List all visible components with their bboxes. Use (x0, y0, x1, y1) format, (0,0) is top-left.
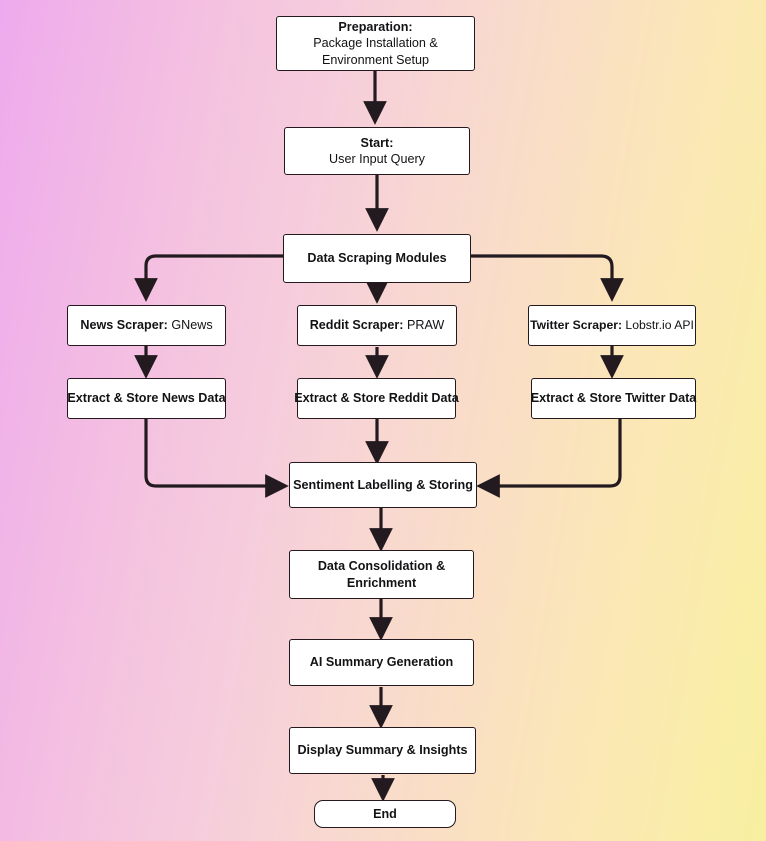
node-start[interactable]: Start: User Input Query (284, 127, 470, 175)
node-news-scraper[interactable]: News Scraper: GNews (67, 305, 226, 346)
node-preparation[interactable]: Preparation: Package Installation & Envi… (276, 16, 475, 71)
node-end[interactable]: End (314, 800, 456, 828)
node-data-consolidation[interactable]: Data Consolidation & Enrichment (289, 550, 474, 599)
node-preparation-label: Preparation: Package Installation & Envi… (313, 19, 438, 68)
node-ai-summary-generation[interactable]: AI Summary Generation (289, 639, 474, 686)
node-start-label: Start: User Input Query (329, 135, 425, 168)
node-news-scraper-label: News Scraper: GNews (80, 318, 213, 333)
node-scraping-label: Data Scraping Modules (307, 251, 447, 266)
node-start-line2: User Input Query (329, 152, 425, 166)
node-twitter-scraper-label: Twitter Scraper: Lobstr.io API (530, 317, 694, 332)
node-consolidation-line1: Data Consolidation & (317, 559, 446, 574)
node-end-label: End (373, 806, 397, 821)
node-display-summary[interactable]: Display Summary & Insights (289, 727, 476, 774)
node-start-title: Start: (360, 135, 394, 150)
node-display-label: Display Summary & Insights (297, 743, 468, 758)
node-ai-summary-label: AI Summary Generation (309, 655, 454, 670)
node-reddit-scraper[interactable]: Reddit Scraper: PRAW (297, 305, 457, 346)
edge-scraping-news (134, 254, 283, 302)
edge-scraping-twitter (471, 254, 624, 302)
node-preparation-line3: Environment Setup (321, 52, 430, 67)
node-preparation-line2: Package Installation & (313, 36, 438, 51)
node-store-twitter-data[interactable]: Extract & Store Twitter Data (531, 378, 696, 419)
node-reddit-scraper-label: Reddit Scraper: PRAW (309, 318, 445, 333)
node-sentiment-labelling[interactable]: Sentiment Labelling & Storing (289, 462, 477, 508)
node-store-reddit-label: Extract & Store Reddit Data (294, 391, 459, 406)
node-store-reddit-data[interactable]: Extract & Store Reddit Data (294, 378, 459, 419)
node-consolidation-label: Data Consolidation & Enrichment (318, 558, 445, 591)
node-preparation-title: Preparation: (338, 19, 413, 34)
edge-storenews-sentiment (144, 419, 289, 498)
node-store-twitter-label: Extract & Store Twitter Data (530, 391, 697, 406)
edge-storetwitter-sentiment (476, 419, 622, 498)
node-sentiment-label: Sentiment Labelling & Storing (293, 477, 473, 492)
node-consolidation-line2: Enrichment (346, 575, 417, 590)
node-store-news-data[interactable]: Extract & Store News Data (67, 378, 226, 419)
node-data-scraping-modules[interactable]: Data Scraping Modules (283, 234, 471, 283)
node-store-news-label: Extract & Store News Data (67, 391, 226, 406)
node-twitter-scraper[interactable]: Twitter Scraper: Lobstr.io API (528, 305, 696, 346)
